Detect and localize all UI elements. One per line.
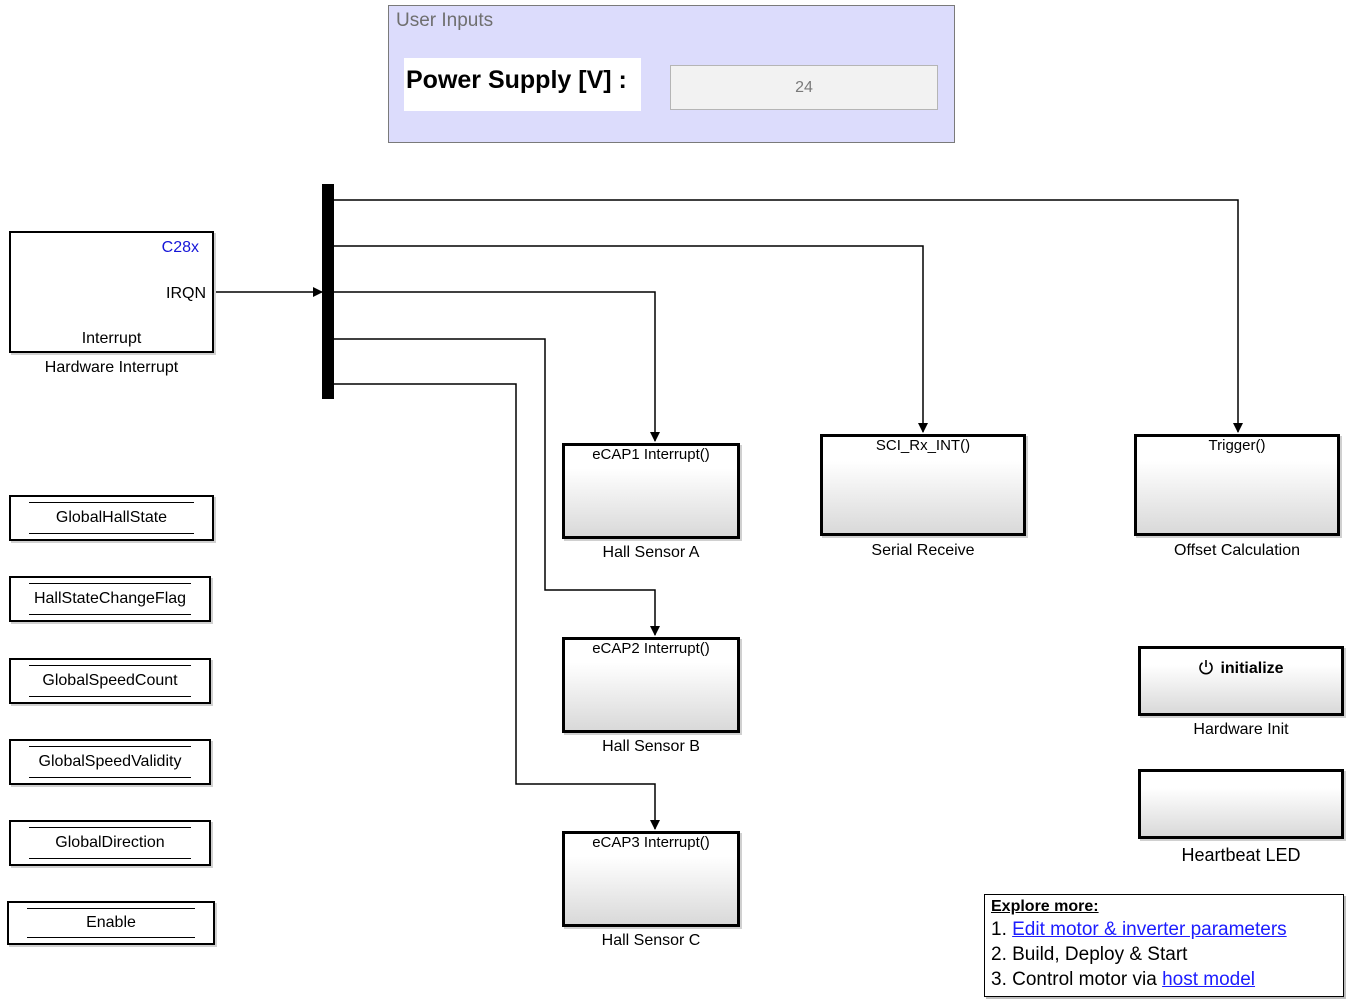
power-supply-input[interactable] [670, 65, 938, 110]
edit-parameters-link[interactable]: Edit motor & inverter parameters [1012, 919, 1287, 940]
heartbeat-led-block[interactable] [1138, 769, 1344, 839]
heartbeat-led-caption: Heartbeat LED [1181, 845, 1301, 865]
hardware-interrupt-block[interactable]: C28x IRQN Interrupt [9, 231, 214, 353]
hall-sensor-c-trigger: eCAP3 Interrupt() [592, 834, 710, 851]
hall-sensor-b-trigger: eCAP2 Interrupt() [592, 640, 710, 657]
hall-sensor-a-trigger: eCAP1 Interrupt() [592, 446, 710, 463]
line-to-serial [334, 245, 928, 433]
explore-item-3-prefix: 3. Control motor via [991, 969, 1163, 990]
hall-sensor-b-caption: Hall Sensor B [602, 738, 700, 755]
offset-calculation-trigger: Trigger() [1208, 437, 1266, 454]
explore-item-3: 3. Control motor via host model [991, 967, 1337, 992]
offset-calculation-caption: Offset Calculation [1174, 542, 1300, 559]
serial-receive-trigger: SCI_Rx_INT() [875, 437, 971, 454]
hardware-init-block[interactable]: initialize [1138, 646, 1344, 716]
hall-sensor-c-caption: Hall Sensor C [601, 932, 701, 949]
line-to-offset [334, 199, 1243, 433]
hardware-init-label: initialize [1220, 660, 1284, 677]
interrupt-label: Interrupt [81, 330, 142, 347]
data-store-label: Enable [86, 914, 136, 931]
data-store-label: HallStateChangeFlag [33, 590, 187, 607]
offset-calculation-block[interactable]: Trigger() [1134, 434, 1340, 536]
power-supply-label-box: Power Supply [V] : [404, 58, 641, 111]
data-store-label: GlobalHallState [55, 509, 168, 526]
hall-sensor-a-block[interactable]: eCAP1 Interrupt() [562, 443, 740, 539]
serial-receive-block[interactable]: SCI_Rx_INT() [820, 434, 1026, 536]
hardware-init-caption: Hardware Init [1193, 721, 1289, 738]
explore-item-1-prefix: 1. [991, 919, 1013, 940]
demux-bar[interactable] [322, 184, 334, 399]
explore-more-box: Explore more: 1. Edit motor & inverter p… [984, 894, 1344, 997]
power-icon [1199, 660, 1214, 675]
data-store-global-speed-validity[interactable]: GlobalSpeedValidity [9, 739, 211, 785]
hall-sensor-b-block[interactable]: eCAP2 Interrupt() [562, 637, 740, 733]
line-to-hall-a [334, 291, 660, 442]
user-inputs-panel: User Inputs Power Supply [V] : [388, 5, 955, 143]
data-store-label: GlobalSpeedValidity [38, 753, 182, 770]
hall-sensor-c-block[interactable]: eCAP3 Interrupt() [562, 831, 740, 927]
host-model-link[interactable]: host model [1162, 969, 1256, 990]
hall-sensor-a-caption: Hall Sensor A [602, 544, 700, 561]
data-store-global-speed-count[interactable]: GlobalSpeedCount [9, 658, 211, 704]
data-store-enable[interactable]: Enable [7, 901, 215, 945]
data-store-hall-state-change-flag[interactable]: HallStateChangeFlag [9, 576, 211, 622]
processor-label: C28x [161, 239, 199, 256]
data-store-label: GlobalDirection [55, 834, 165, 851]
data-store-label: GlobalSpeedCount [42, 672, 178, 689]
power-supply-label: Power Supply [V] : [406, 66, 627, 94]
hardware-init-label-row: initialize [1141, 659, 1341, 678]
explore-item-2: 2. Build, Deploy & Start [991, 944, 1188, 965]
serial-receive-caption: Serial Receive [871, 542, 975, 559]
user-inputs-title: User Inputs [396, 10, 494, 31]
data-store-global-direction[interactable]: GlobalDirection [9, 820, 211, 866]
irqn-port-label: IRQN [166, 285, 206, 302]
explore-item-1: 1. Edit motor & inverter parameters [991, 917, 1337, 942]
hardware-interrupt-caption: Hardware Interrupt [44, 359, 179, 376]
explore-more-header: Explore more: [991, 898, 1099, 915]
data-store-global-hall-state[interactable]: GlobalHallState [9, 495, 214, 541]
